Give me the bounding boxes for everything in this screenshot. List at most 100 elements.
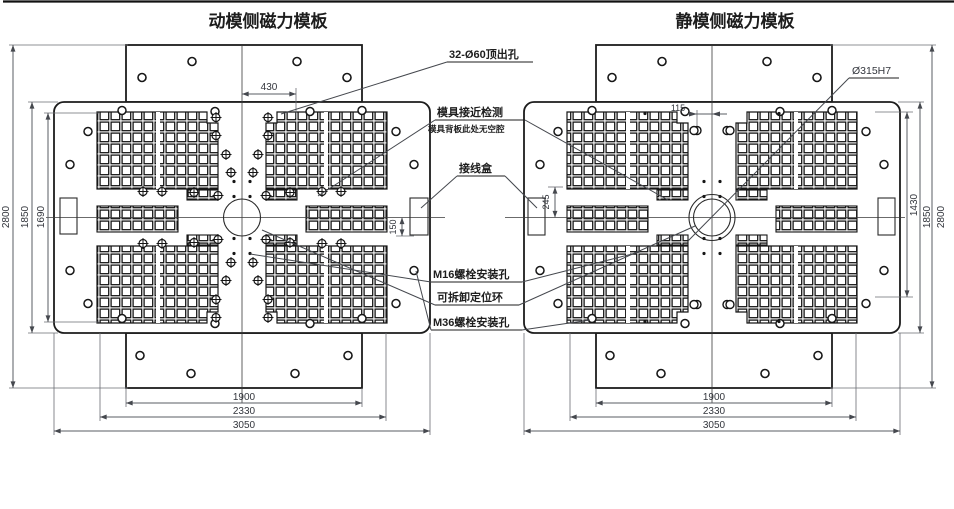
callouts: 32-Ø60顶出孔 模具接近检测 模具背板此处无空腔 接线盒 M16螺栓安装孔 … [249, 47, 899, 331]
edge-dot [777, 111, 781, 116]
label-locating-ring: 可拆卸定位环 [437, 290, 503, 304]
m36-mounting-hole [879, 159, 889, 170]
bar-hole [135, 350, 145, 361]
magnet-strip [735, 189, 768, 201]
m36-mounting-hole [117, 313, 127, 324]
m36-mounting-hole [535, 159, 545, 170]
m36-mounting-hole [305, 318, 315, 329]
bar-hole [343, 350, 353, 361]
bar-hole [187, 56, 197, 67]
dim-moving-430: 430 [261, 82, 278, 93]
m36-mounting-hole [587, 313, 597, 324]
m16-hole-dot [232, 194, 236, 199]
label-ring-diameter: Ø315H7 [852, 65, 891, 77]
label-junction-box: 接线盒 [459, 161, 493, 175]
moving-plate-holes [65, 56, 419, 379]
dim-static-2330: 2330 [703, 406, 726, 417]
m16-hole-dot [718, 179, 722, 184]
label-ejector-holes: 32-Ø60顶出孔 [449, 47, 519, 61]
static-magnet-grids [566, 111, 858, 324]
m16-hole-dot [702, 194, 706, 199]
static-junction-box-right [877, 197, 896, 236]
magnet-strip [775, 205, 858, 233]
moving-top-bar [125, 44, 363, 103]
dim-moving-1690: 1690 [36, 205, 47, 228]
bar-hole [137, 72, 147, 83]
m16-hole-dot [702, 236, 706, 241]
magnet-strip [735, 234, 768, 246]
dim-static-245: 245 [541, 194, 551, 209]
bar-hole [605, 350, 615, 361]
moving-plate-view [46, 44, 445, 403]
grid-slot [324, 112, 328, 189]
bar-hole [290, 368, 300, 379]
dim-static-1900: 1900 [703, 392, 726, 403]
magnet-strip [96, 205, 179, 233]
grid-slot [324, 246, 328, 323]
static-ring-outer [688, 193, 736, 242]
grid-slot [156, 112, 160, 189]
magnet-strip [566, 205, 649, 233]
m36-mounting-hole [553, 298, 563, 309]
inner-hole [689, 125, 699, 136]
m36-mounting-hole [117, 105, 127, 116]
label-proximity: 模具接近检测 [437, 105, 503, 119]
m16-hole-dot [232, 179, 236, 184]
static-locating-ring [692, 198, 732, 237]
bar-hole [186, 368, 196, 379]
dim-static-1850: 1850 [922, 205, 933, 228]
m36-mounting-hole [553, 126, 563, 137]
m16-hole-dot [702, 179, 706, 184]
m36-mounting-hole [391, 298, 401, 309]
bar-hole [812, 72, 822, 83]
label-proximity-note: 模具背板此处无空腔 [428, 124, 505, 134]
m36-mounting-hole [305, 106, 315, 117]
m36-mounting-hole [391, 126, 401, 137]
m16-hole-dot [702, 251, 706, 256]
static-top-bar [595, 44, 833, 103]
static-dimensions: 1430 1850 2800 115 245 1900 2330 3050 [523, 44, 947, 435]
static-plate-view [505, 44, 905, 403]
m36-mounting-hole [827, 105, 837, 116]
bar-hole [813, 350, 823, 361]
dim-static-1430: 1430 [909, 193, 920, 216]
bar-hole [657, 56, 667, 67]
edge-dot [777, 319, 781, 324]
grid-slot [626, 246, 630, 323]
dim-moving-2330: 2330 [233, 406, 256, 417]
magnet-strip [656, 189, 689, 201]
moving-locating-ring [222, 198, 262, 237]
m16-hole-dot [718, 194, 722, 199]
dim-moving-3050: 3050 [233, 420, 256, 431]
m36-mounting-hole [680, 318, 690, 329]
magnet-strip [656, 234, 689, 246]
bar-hole [607, 72, 617, 83]
dim-moving-1900: 1900 [233, 392, 256, 403]
static-bottom-bar [595, 332, 833, 389]
moving-junction-box-left [59, 197, 78, 235]
dim-static-3050: 3050 [703, 420, 726, 431]
moving-plate-title: 动模侧磁力模板 [209, 11, 329, 31]
moving-dimensions: 2800 1850 1690 430 150 1900 2330 3050 [1, 44, 431, 435]
m36-mounting-hole [65, 159, 75, 170]
m36-mounting-hole [535, 265, 545, 276]
static-junction-box-left [527, 197, 546, 236]
m16-hole-dot [248, 236, 252, 241]
grid-slot [626, 112, 630, 189]
dim-moving-1850: 1850 [20, 205, 31, 228]
bar-hole [760, 368, 770, 379]
bar-hole [762, 56, 772, 67]
label-m16-holes: M16螺栓安装孔 [433, 267, 509, 281]
m16-hole-dot [718, 251, 722, 256]
dim-static-2800: 2800 [936, 205, 947, 228]
m36-mounting-hole [587, 105, 597, 116]
magnet-strip [305, 205, 388, 233]
edge-dot [643, 111, 647, 116]
m36-mounting-hole [861, 298, 871, 309]
m36-mounting-hole [409, 159, 419, 170]
grid-slot [794, 246, 798, 323]
inner-hole [689, 299, 699, 310]
inner-hole [725, 125, 735, 136]
grid-slot [156, 246, 160, 323]
